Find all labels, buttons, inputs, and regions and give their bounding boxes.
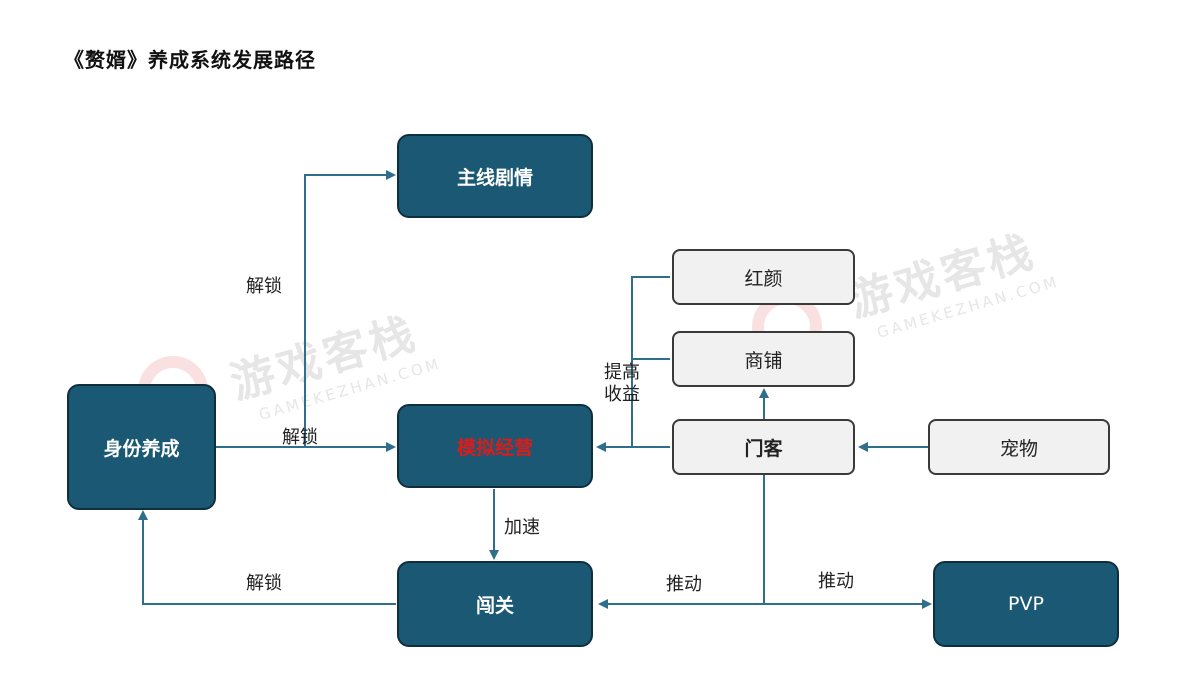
page-title: 《赘婿》养成系统发展路径 [64, 48, 316, 72]
node-identity: 身份养成 [67, 384, 216, 510]
label-accelerate: 加速 [504, 517, 540, 538]
node-shop: 商铺 [672, 331, 855, 387]
label-unlock-manage: 解锁 [282, 427, 318, 448]
label-unlock-story: 解锁 [246, 276, 282, 297]
node-pvp: PVP [933, 561, 1119, 647]
node-pet: 宠物 [928, 419, 1110, 475]
label-raise-income: 提高 收益 [604, 362, 640, 405]
node-beauty: 红颜 [672, 249, 855, 305]
label-push-pvp: 推动 [818, 571, 854, 592]
node-main-story: 主线剧情 [397, 134, 593, 218]
node-retainer: 门客 [672, 419, 855, 475]
label-push-stage: 推动 [666, 574, 702, 595]
edge-to-main-story [304, 170, 396, 447]
label-unlock-identity: 解锁 [246, 573, 282, 594]
node-stage: 闯关 [397, 561, 593, 647]
node-management: 模拟经营 [397, 404, 593, 488]
edge-stage-to-identity [138, 510, 396, 605]
edge-beauty-branch [631, 276, 670, 447]
